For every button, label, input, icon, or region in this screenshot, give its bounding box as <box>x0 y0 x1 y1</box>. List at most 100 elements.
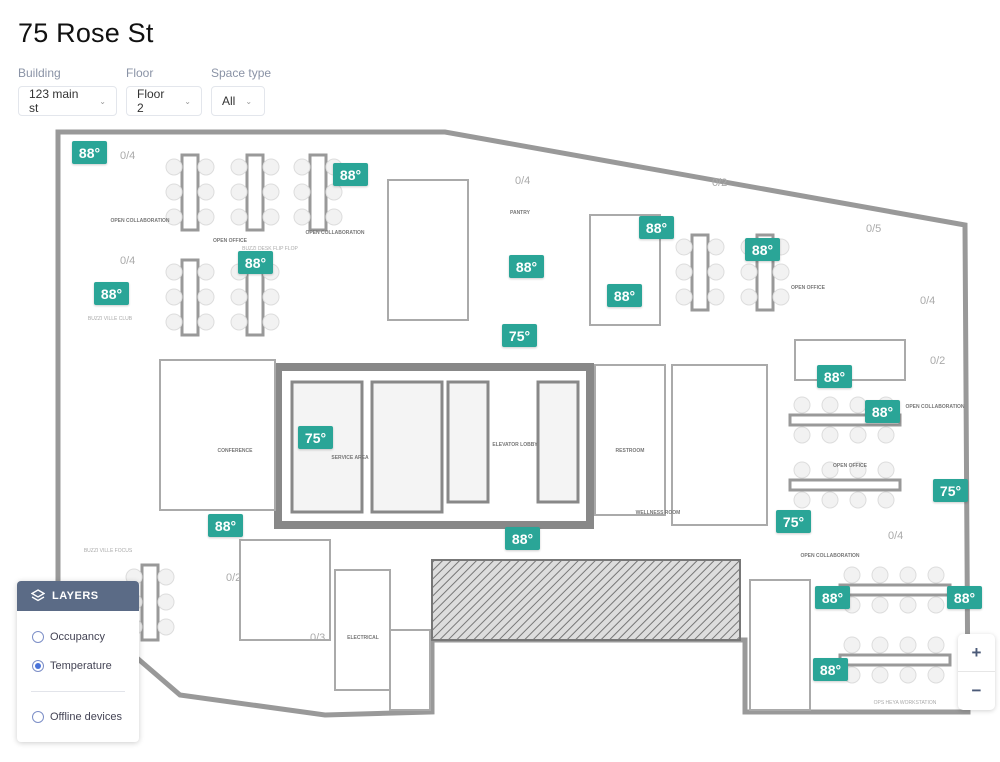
temperature-badge[interactable]: 88° <box>813 658 848 681</box>
room-label: OPEN COLLABORATION <box>905 404 965 410</box>
temperature-badge[interactable]: 88° <box>745 238 780 261</box>
temperature-badge[interactable]: 88° <box>815 586 850 609</box>
temperature-badge[interactable]: 75° <box>298 426 333 449</box>
chair <box>165 263 183 281</box>
chair <box>262 288 280 306</box>
stairwell <box>370 380 444 514</box>
room-label: OPEN COLLABORATION <box>800 553 860 559</box>
chair <box>197 183 215 201</box>
chair <box>165 183 183 201</box>
room-label: BUZZI VILLE FOCUS <box>83 548 133 554</box>
building-core <box>274 363 594 529</box>
chair <box>849 426 867 444</box>
chair <box>772 288 790 306</box>
chair <box>871 566 889 584</box>
zoom-controls: + − <box>958 634 995 710</box>
chair <box>793 396 811 414</box>
room-label: OPEN OFFICE <box>833 463 867 469</box>
room-label: RESTROOM <box>615 448 645 454</box>
temperature-badge[interactable]: 88° <box>505 527 540 550</box>
room-walls <box>159 179 906 711</box>
elevator-bank <box>446 380 490 504</box>
room-label: WELLNESS ROOM <box>635 510 681 516</box>
layer-option-occupancy[interactable]: Occupancy <box>32 631 105 643</box>
elevator-bank <box>536 380 580 504</box>
chevron-down-icon: ⌄ <box>99 96 106 106</box>
chair <box>793 491 811 509</box>
chair <box>293 158 311 176</box>
chair <box>899 666 917 684</box>
layer-option-offline-devices[interactable]: Offline devices <box>32 711 122 723</box>
chair <box>675 288 693 306</box>
temperature-badge[interactable]: 75° <box>502 324 537 347</box>
chair <box>165 288 183 306</box>
temperature-badge[interactable]: 88° <box>94 282 129 305</box>
chair <box>262 313 280 331</box>
chair <box>927 566 945 584</box>
option-label: Occupancy <box>50 631 106 643</box>
temperature-badge[interactable]: 88° <box>509 255 544 278</box>
chair <box>165 158 183 176</box>
chair <box>157 568 175 586</box>
room-label: OPEN OFFICE <box>213 238 247 244</box>
chair <box>871 636 889 654</box>
room-label: BUZZI VILLE CLUB <box>87 316 133 322</box>
zoom-out-button[interactable]: − <box>971 681 982 700</box>
chair <box>157 618 175 636</box>
radio-occupancy[interactable] <box>32 631 44 643</box>
layers-header: LAYERS <box>17 581 139 611</box>
chair <box>740 288 758 306</box>
zoom-in-button[interactable]: + <box>958 634 995 672</box>
temperature-badge[interactable]: 88° <box>72 141 107 164</box>
desk-clusters <box>125 153 952 684</box>
temperature-badge[interactable]: 88° <box>639 216 674 239</box>
chair <box>927 596 945 614</box>
radio-offline-devices[interactable] <box>32 711 44 723</box>
chair <box>899 566 917 584</box>
temperature-badge[interactable]: 88° <box>208 514 243 537</box>
space-type-select[interactable]: All⌄ <box>211 86 265 116</box>
temperature-badge[interactable]: 88° <box>607 284 642 307</box>
occupancy-count: 0/2 <box>226 572 242 584</box>
chair <box>325 183 343 201</box>
chair <box>325 208 343 226</box>
room-label: OPEN OFFICE <box>791 285 825 291</box>
chair <box>927 636 945 654</box>
chair <box>707 238 725 256</box>
room-label: BUZZI DESK FLIP FLOP <box>242 246 298 252</box>
chair <box>843 636 861 654</box>
layer-option-temperature[interactable]: Temperature <box>32 660 112 672</box>
temperature-badge[interactable]: 88° <box>947 586 982 609</box>
option-label: Offline devices <box>50 711 122 723</box>
occupancy-count: 0/4 <box>515 175 531 187</box>
temperature-badge[interactable]: 88° <box>817 365 852 388</box>
floor-value: Floor 2 <box>137 87 165 115</box>
chair <box>197 158 215 176</box>
room-label: ELEVATOR LOBBY <box>492 442 538 448</box>
chair <box>877 461 895 479</box>
chair <box>877 491 895 509</box>
chair <box>293 208 311 226</box>
chair <box>772 263 790 281</box>
radio-temperature[interactable] <box>32 660 44 672</box>
temperature-badge[interactable]: 75° <box>933 479 968 502</box>
floor-select[interactable]: Floor 2 ⌄ <box>126 86 202 116</box>
temperature-badge[interactable]: 88° <box>238 251 273 274</box>
layers-panel: LAYERS Occupancy Temperature Offline dev… <box>17 581 139 742</box>
occupancy-count: 0/3 <box>310 632 326 644</box>
temperature-badge[interactable]: 75° <box>776 510 811 533</box>
occupancy-count: 0/4 <box>120 255 136 267</box>
chair <box>165 313 183 331</box>
page-title: 75 Rose St <box>18 18 154 48</box>
floor-plan-map[interactable]: OPEN COLLABORATION OPEN OFFICE BUZZI DES… <box>0 120 1000 757</box>
chevron-down-icon: ⌄ <box>184 96 191 106</box>
building-select[interactable]: 123 main st ⌄ <box>18 86 117 116</box>
temperature-badge[interactable]: 88° <box>333 163 368 186</box>
chair <box>675 238 693 256</box>
temperature-badge[interactable]: 88° <box>865 400 900 423</box>
layers-title: LAYERS <box>52 590 99 602</box>
chair <box>927 666 945 684</box>
divider <box>31 691 125 692</box>
layers-icon <box>31 589 45 602</box>
building-value: 123 main st <box>29 87 79 115</box>
